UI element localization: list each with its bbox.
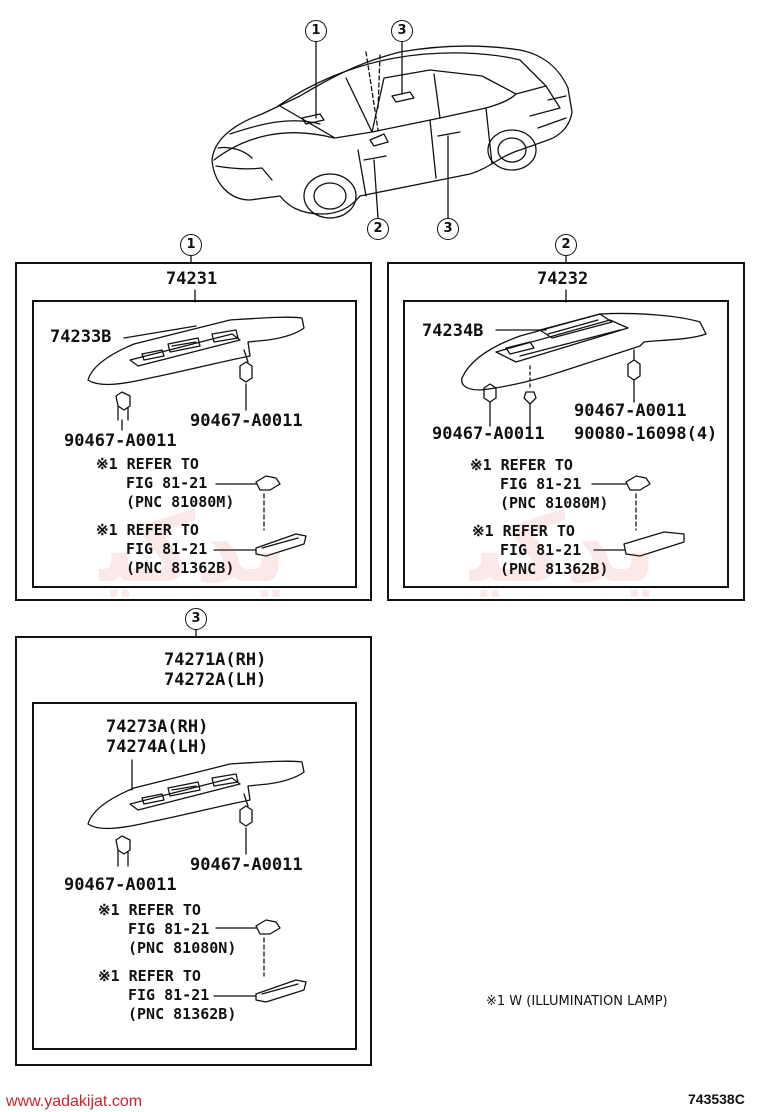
section2-assembly-number: 74232 (537, 269, 589, 289)
section3-reference-b-line2: FIG 81-21 (128, 986, 210, 1004)
section1-clip-left-number: 90467-A0011 (64, 431, 177, 451)
section1-clip-right-number: 90467-A0011 (190, 411, 303, 431)
illumination-lamp-legend: ※1 W (ILLUMINATION LAMP) (486, 994, 668, 1009)
section1-reference-b-line1: ※1 REFER TO (96, 521, 199, 539)
section3-frame (15, 636, 372, 1066)
section3-reference-a-line2: FIG 81-21 (128, 920, 210, 938)
section2-reference-b-line3: (PNC 81362B) (500, 560, 609, 578)
car-callout-3-bottom: 3 (437, 218, 459, 240)
section3-callout: 3 (185, 608, 207, 630)
section3-artwork (87, 759, 307, 1003)
watermark-website-link[interactable]: www.yadakijat.com (6, 1093, 143, 1110)
section2-clip-left-number: 90467-A0011 (432, 424, 545, 444)
section2-frame (387, 262, 745, 601)
section1-reference-a-line3: (PNC 81080M) (126, 493, 235, 511)
car-illustration (211, 45, 573, 219)
section1-reference-b-line3: (PNC 81362B) (126, 559, 235, 577)
section2-reference-b-line2: FIG 81-21 (500, 541, 582, 559)
section3-switch-lh-number: 74274A(LH) (106, 737, 209, 757)
car-callout-3-top: 3 (391, 20, 413, 42)
section2-switch-part-number: 74234B (422, 321, 484, 341)
section1-reference-a-line1: ※1 REFER TO (96, 455, 199, 473)
background-watermark-logo-2: ﻳﺪﻛﻴ (470, 492, 661, 604)
section2-callout: 2 (555, 234, 577, 256)
section3-clip-left-number: 90467-A0011 (64, 875, 177, 895)
section1-switch-part-number: 74233B (50, 327, 112, 347)
section2-screw-number: 90080-16098(4) (574, 424, 718, 444)
section3-assembly-lh-number: 74272A(LH) (164, 670, 267, 690)
section2-artwork (461, 289, 707, 557)
section1-inner-frame (32, 300, 357, 588)
section3-clip-right-number: 90467-A0011 (190, 855, 303, 875)
car-callout-2: 2 (367, 218, 389, 240)
section2-clip-right-number: 90467-A0011 (574, 401, 687, 421)
section3-inner-frame (32, 702, 357, 1050)
section3-assembly-rh-number: 74271A(RH) (164, 650, 267, 670)
section1-artwork (87, 289, 307, 557)
section2-reference-a-line2: FIG 81-21 (500, 475, 582, 493)
section2-reference-a-line1: ※1 REFER TO (470, 456, 573, 474)
section3-reference-b-line3: (PNC 81362B) (128, 1005, 237, 1023)
section2-inner-frame (403, 300, 729, 588)
car-callout-1: 1 (305, 20, 327, 42)
section3-switch-rh-number: 74273A(RH) (106, 717, 209, 737)
section3-reference-a-line3: (PNC 81080N) (128, 939, 237, 957)
section3-reference-a-line1: ※1 REFER TO (98, 901, 201, 919)
section1-reference-a-line2: FIG 81-21 (126, 474, 208, 492)
section1-assembly-number: 74231 (166, 269, 218, 289)
background-watermark-logo: ﻳﺪﻛﻴ (100, 492, 291, 604)
section1-reference-b-line2: FIG 81-21 (126, 540, 208, 558)
figure-code: 743538C (688, 1091, 745, 1107)
section2-reference-b-line1: ※1 REFER TO (472, 522, 575, 540)
section1-callout: 1 (180, 234, 202, 256)
section1-frame (15, 262, 372, 601)
section2-reference-a-line3: (PNC 81080M) (500, 494, 609, 512)
section3-reference-b-line1: ※1 REFER TO (98, 967, 201, 985)
